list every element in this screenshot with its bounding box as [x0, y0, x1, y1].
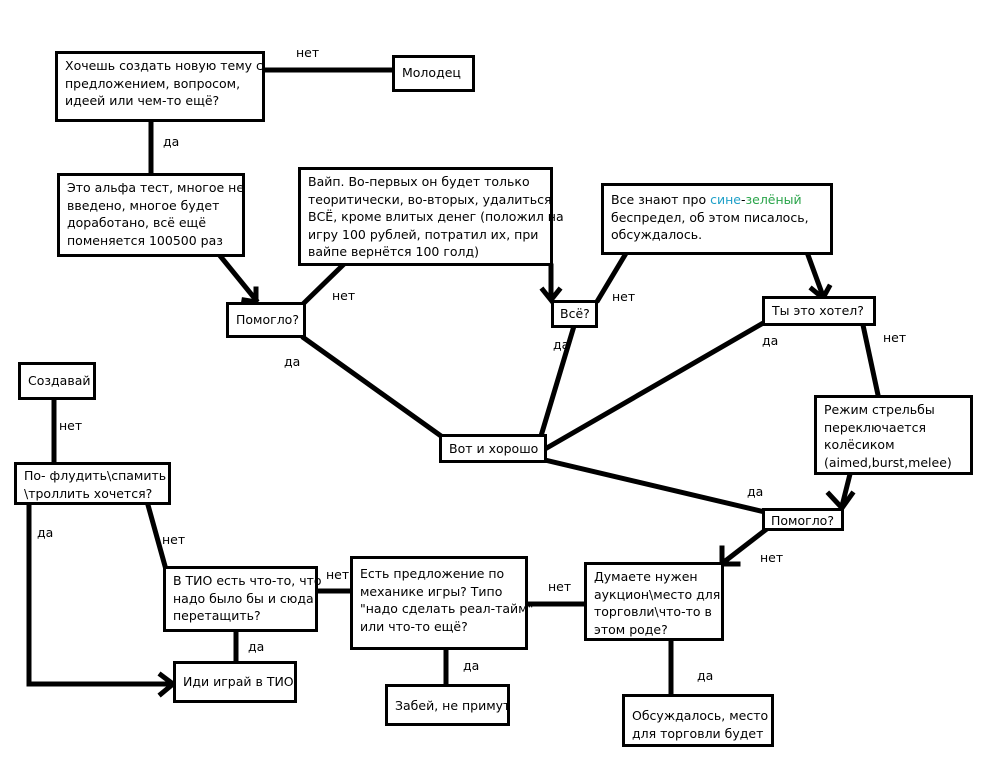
- box-molodec: Молодец: [392, 55, 475, 92]
- arrowhead-rezhim-pomoglo2: [825, 490, 856, 512]
- label-net: нет: [59, 418, 83, 433]
- label-net: нет: [548, 579, 572, 594]
- arrow-rezhim-pomoglo2: [838, 470, 854, 510]
- box-pomoglo-1: Помогло?: [226, 302, 306, 338]
- label-da: да: [463, 658, 480, 673]
- box-idi-igrai: Иди играй в ТИО: [173, 661, 297, 703]
- label-net: нет: [883, 330, 907, 345]
- label-da: да: [553, 337, 570, 352]
- arrow-sinezel-ty: [804, 251, 827, 300]
- label-net: нет: [760, 550, 784, 565]
- sinezel-rest-text: беспредел, об этом писалось,обсуждалось.: [611, 209, 809, 243]
- sinezel-blue-word: сине: [710, 192, 741, 207]
- sinezel-dash: -: [740, 192, 746, 207]
- label-da: да: [163, 134, 180, 149]
- label-da: да: [37, 525, 54, 540]
- sinezel-green-word: зелёный: [745, 192, 802, 207]
- label-da: да: [747, 484, 764, 499]
- arrow-flud-igrai: [26, 502, 175, 687]
- label-da: да: [762, 333, 779, 348]
- arrow-alpha-pomoglo: [217, 253, 260, 304]
- connector-ty-vot: [541, 318, 769, 453]
- box-ty-eto-hotel: Ты это хотел?: [762, 296, 876, 326]
- box-vse: Всё?: [551, 300, 598, 328]
- label-net: нет: [162, 532, 186, 547]
- connector-vse-vot: [537, 322, 578, 440]
- sinezel-text: Все знают про: [611, 192, 711, 207]
- connector-ty-rezhim: [860, 322, 881, 398]
- box-zabei: Забей, не примут: [385, 684, 510, 726]
- connector-pomoglo-wipe: [300, 262, 346, 307]
- box-sozdavai: Создавай: [18, 362, 96, 400]
- label-net: нет: [332, 288, 356, 303]
- label-net: нет: [612, 289, 636, 304]
- label-da: да: [697, 668, 714, 683]
- connector-flud-tio: [144, 501, 169, 570]
- label-net: нет: [296, 45, 320, 60]
- box-flud: По- флудить\спамить\троллить хочется?: [14, 462, 171, 505]
- box-sine-zeleny: Все знают про сине-зелёный беспредел, об …: [601, 183, 833, 255]
- box-vot-i-horosho: Вот и хорошо: [439, 434, 547, 463]
- label-net: нет: [326, 567, 350, 582]
- arrow-pomoglo2-auction: [720, 524, 772, 566]
- connector-vse-sinezel: [594, 251, 629, 304]
- label-da: да: [248, 639, 265, 654]
- label-da: да: [284, 354, 301, 369]
- connector-pomoglo-vot: [300, 334, 445, 440]
- box-pomoglo-2: Помогло?: [762, 508, 844, 531]
- connector-vot-pomoglo2: [541, 456, 769, 516]
